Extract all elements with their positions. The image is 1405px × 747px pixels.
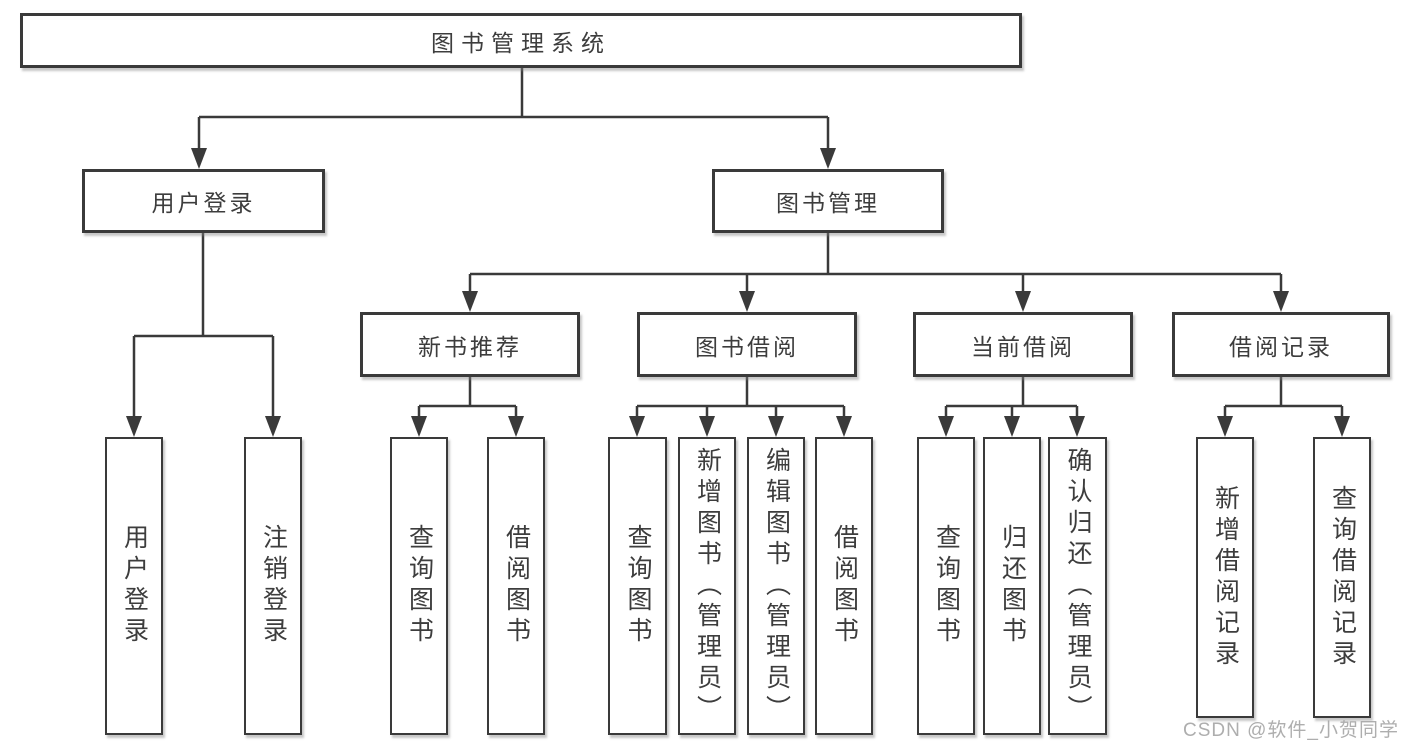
arrow-down-icon: [1004, 416, 1020, 437]
arrow-down-icon: [411, 416, 427, 437]
arrowhead-group: [126, 148, 1350, 437]
arrow-down-icon: [1273, 291, 1289, 312]
arrow-down-icon: [820, 148, 836, 169]
arrow-down-icon: [462, 291, 478, 312]
watermark: CSDN @软件_小贺同学: [1183, 720, 1399, 741]
leaf-edit-book-admin: 编辑图书（管理员）: [747, 437, 805, 735]
arrow-down-icon: [768, 416, 784, 437]
arrow-down-icon: [836, 416, 852, 437]
leaf-query-books-current: 查询图书: [917, 437, 975, 735]
node-user-login: 用户登录: [82, 169, 325, 233]
leaf-label: 用户登录: [120, 524, 149, 648]
leaf-label: 借阅图书: [830, 524, 859, 648]
leaf-label: 查询图书: [932, 524, 961, 648]
leaf-label: 归还图书: [998, 524, 1027, 648]
leaf-logout: 注销登录: [244, 437, 302, 735]
leaf-borrow-books-recommend: 借阅图书: [487, 437, 545, 735]
arrow-down-icon: [699, 416, 715, 437]
leaf-label: 新增图书（管理员）: [693, 446, 722, 726]
leaf-label: 借阅图书: [502, 524, 531, 648]
leaf-query-borrow-record: 查询借阅记录: [1313, 437, 1371, 718]
leaf-add-borrow-record: 新增借阅记录: [1196, 437, 1254, 718]
arrow-down-icon: [265, 416, 281, 437]
node-library-management-system: 图书管理系统: [20, 13, 1022, 68]
leaf-query-books-borrow: 查询图书: [608, 437, 667, 735]
leaf-label: 确认归还（管理员）: [1064, 446, 1092, 726]
node-new-book-recommendation: 新书推荐: [360, 312, 580, 377]
arrow-down-icon: [191, 148, 207, 169]
leaf-return-book: 归还图书: [983, 437, 1041, 735]
leaf-confirm-return-admin: 确认归还（管理员）: [1048, 437, 1107, 735]
leaf-label: 查询图书: [624, 524, 652, 648]
arrow-down-icon: [1217, 416, 1233, 437]
leaf-label: 注销登录: [259, 524, 288, 648]
arrow-down-icon: [1334, 416, 1350, 437]
leaf-add-book-admin: 新增图书（管理员）: [678, 437, 736, 735]
node-book-borrowing: 图书借阅: [637, 312, 857, 377]
arrow-down-icon: [938, 416, 954, 437]
arrow-down-icon: [508, 416, 524, 437]
arrow-down-icon: [739, 291, 755, 312]
leaf-label: 编辑图书（管理员）: [762, 446, 791, 726]
leaf-user-login: 用户登录: [105, 437, 163, 735]
arrow-down-icon: [629, 416, 645, 437]
node-current-borrowing: 当前借阅: [913, 312, 1133, 377]
node-book-management: 图书管理: [712, 169, 944, 233]
leaf-borrow-books-borrow: 借阅图书: [815, 437, 873, 735]
leaf-label: 新增借阅记录: [1211, 484, 1240, 671]
arrow-down-icon: [1069, 416, 1085, 437]
node-borrowing-records: 借阅记录: [1172, 312, 1390, 377]
leaf-query-books-recommend: 查询图书: [390, 437, 448, 735]
arrow-down-icon: [1015, 291, 1031, 312]
leaf-label: 查询借阅记录: [1328, 484, 1357, 671]
arrow-down-icon: [126, 416, 142, 437]
leaf-label: 查询图书: [405, 524, 434, 648]
